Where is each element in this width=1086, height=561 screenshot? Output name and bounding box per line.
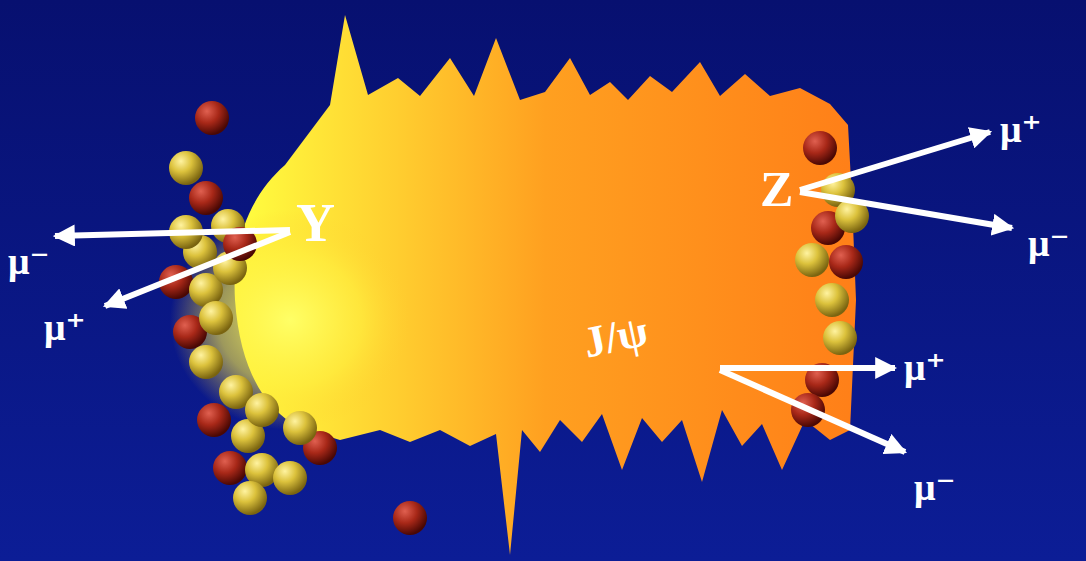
muon-label: μ⁻ [914, 468, 956, 506]
muon-label: μ⁺ [1000, 110, 1042, 148]
particle-label: Y [296, 196, 335, 250]
decay-arrow [55, 230, 290, 236]
nucleon-sphere [189, 345, 223, 379]
nucleon-sphere [233, 481, 267, 515]
nucleon-sphere [189, 181, 223, 215]
nucleon-sphere [213, 451, 247, 485]
nucleon-sphere [823, 321, 857, 355]
nucleon-sphere [795, 243, 829, 277]
decay-arrow [800, 132, 990, 190]
nucleon-sphere [803, 131, 837, 165]
decay-arrow [800, 192, 1012, 228]
nucleon-sphere [829, 245, 863, 279]
nucleon-sphere [273, 461, 307, 495]
decay-arrow [105, 232, 290, 306]
muon-label: μ⁻ [8, 242, 50, 280]
hot-core [170, 210, 410, 430]
nucleon-sphere [195, 101, 229, 135]
particle-label: J/ψ [579, 309, 651, 365]
nucleon-sphere [283, 411, 317, 445]
muon-label: μ⁻ [1028, 224, 1070, 262]
nucleon-sphere [197, 403, 231, 437]
particle-label: Z [760, 164, 793, 214]
decay-arrow [720, 370, 905, 452]
nucleon-sphere [245, 393, 279, 427]
muon-label: μ⁺ [904, 348, 946, 386]
muon-label: μ⁺ [44, 308, 86, 346]
nucleon-sphere [169, 151, 203, 185]
nucleon-sphere [393, 501, 427, 535]
nucleon-sphere [815, 283, 849, 317]
nucleon-sphere [199, 301, 233, 335]
decay-arrow [720, 365, 895, 371]
